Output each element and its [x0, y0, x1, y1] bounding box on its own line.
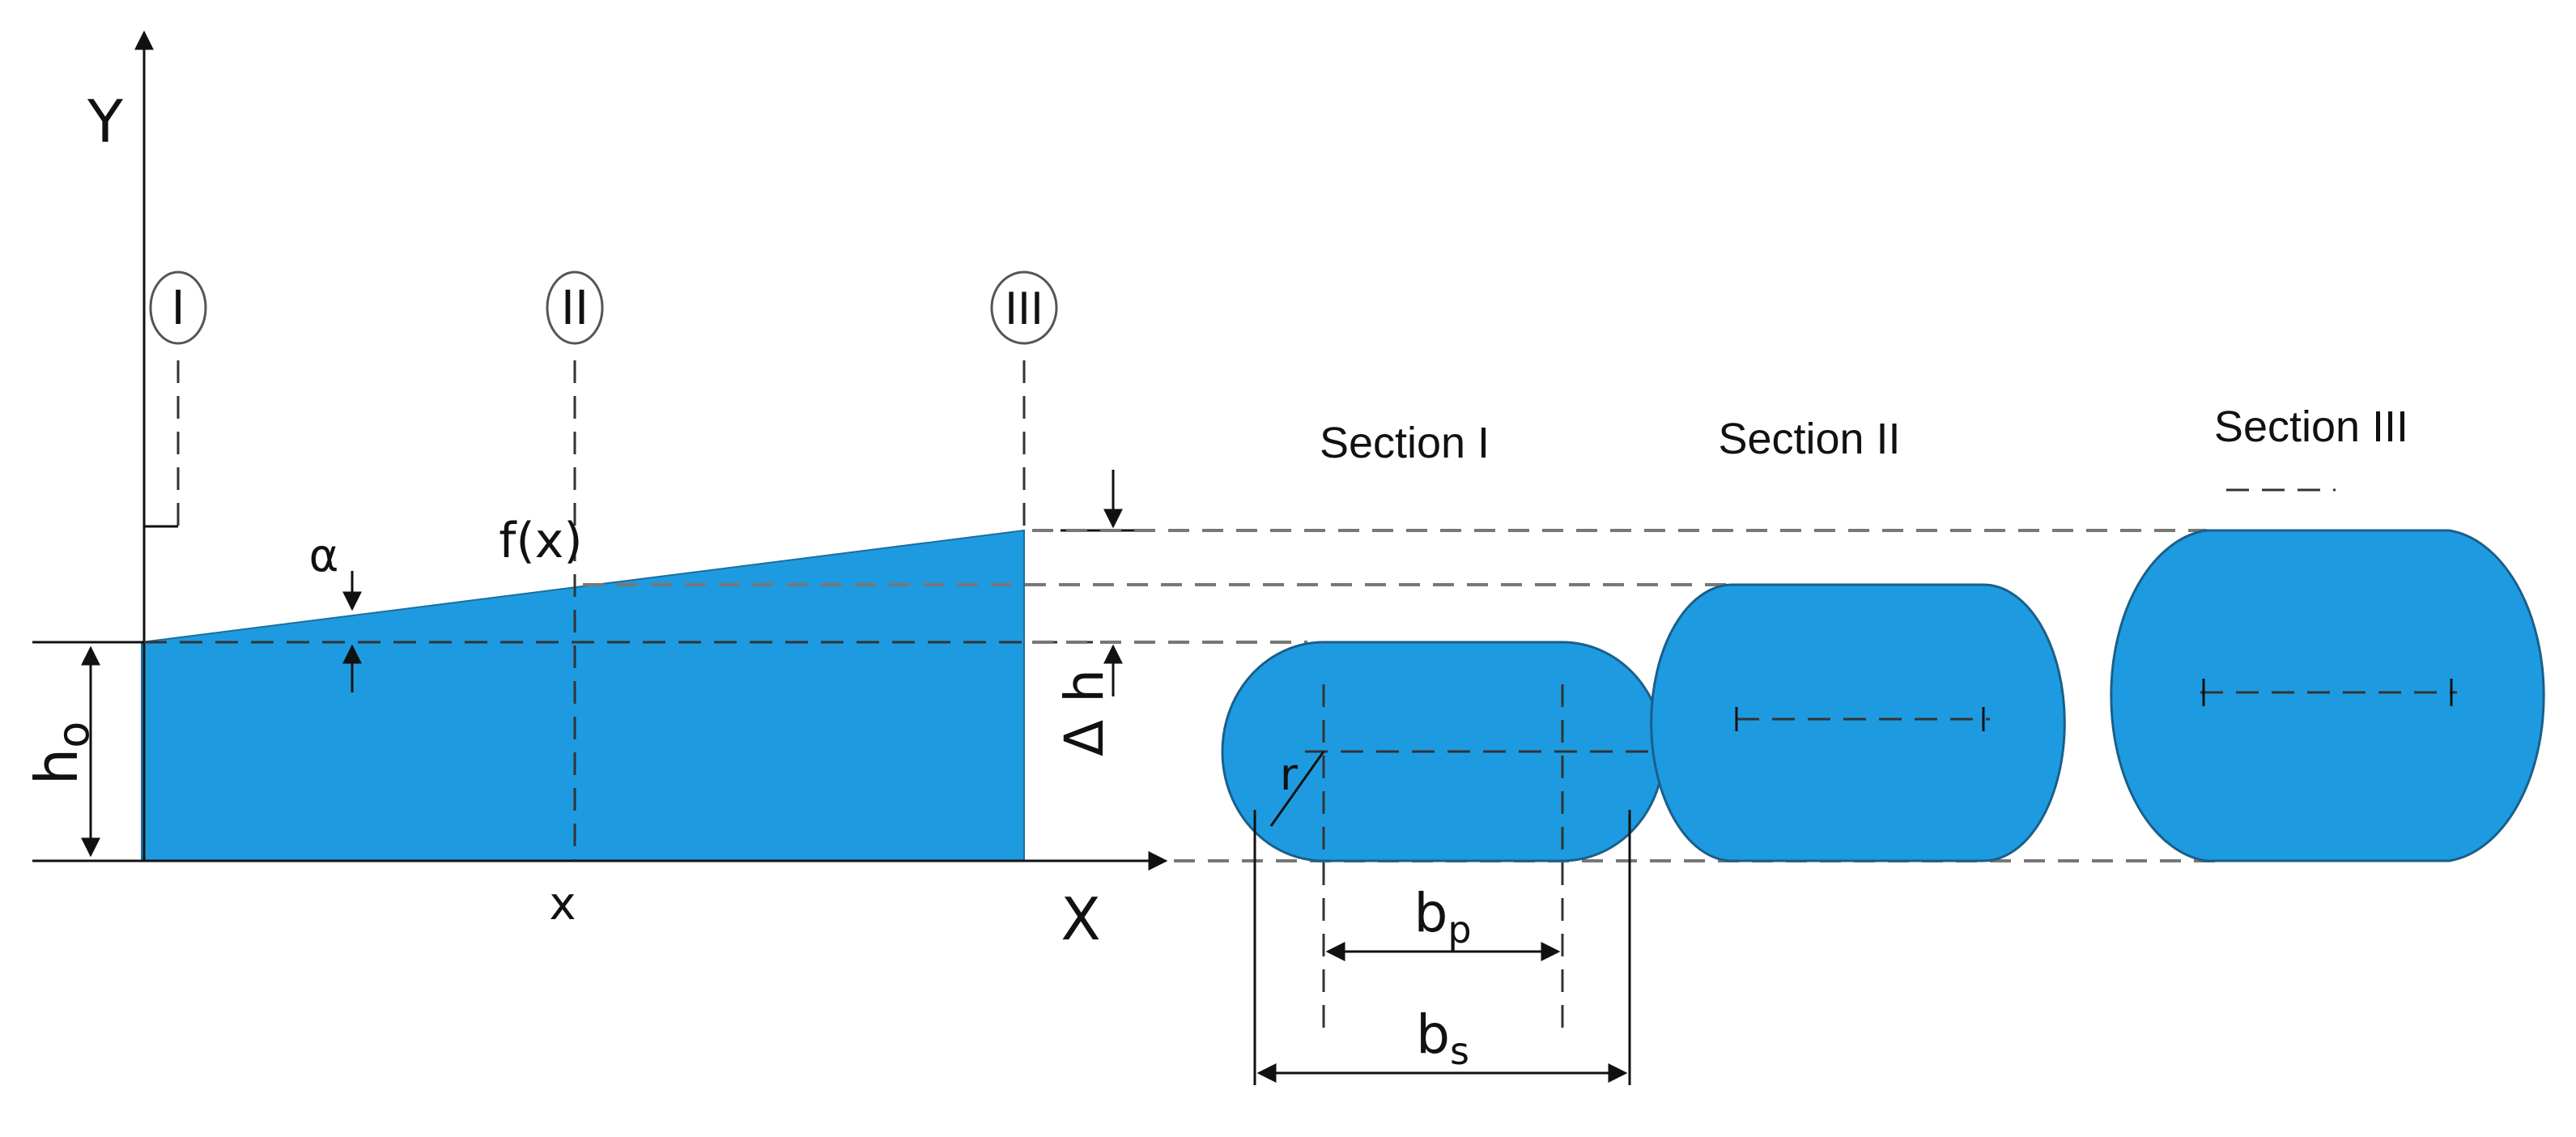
bs-label: bs — [1416, 1003, 1469, 1073]
y-axis-label: Y — [87, 87, 124, 155]
marker-2-circle — [546, 270, 604, 345]
section-3-shape — [2110, 529, 2545, 862]
bp-sub: p — [1447, 908, 1471, 952]
h0-main: h — [23, 748, 91, 786]
x-axis-label: X — [1061, 885, 1100, 953]
h0-label: ho — [23, 722, 99, 786]
marker-3: III — [990, 270, 1058, 345]
marker-2-label: II — [561, 280, 589, 335]
bp-label: bp — [1413, 882, 1471, 952]
alpha-label: α — [309, 530, 339, 582]
marker-2: II — [546, 270, 604, 345]
section-2-shape — [1650, 583, 2066, 862]
section-1-r-label: r — [1280, 749, 1299, 800]
profile-wedge — [141, 529, 1025, 862]
marker-1-label: I — [171, 280, 185, 335]
bs-sub: s — [1450, 1029, 1469, 1073]
section-1-radius — [1269, 751, 1325, 827]
section-1-shape — [1221, 641, 1665, 862]
marker-1-circle — [149, 270, 207, 345]
dh-label: Δ h — [1053, 669, 1116, 756]
section-2: Section II — [1650, 415, 2066, 862]
side-profile: I II III Y X x f(x) α ho Δ h — [23, 30, 1168, 953]
section-3: Section III — [2110, 402, 2545, 862]
marker-3-label: III — [1005, 283, 1044, 334]
dh-text: Δ h — [1053, 669, 1116, 756]
marker-3-circle — [990, 270, 1058, 345]
bp-main: b — [1413, 882, 1447, 944]
fx-label: f(x) — [499, 513, 582, 569]
bs-main: b — [1416, 1003, 1450, 1066]
h0-sub: o — [48, 722, 99, 748]
section-1: Section I r bp bs — [1221, 419, 1665, 1085]
marker-1: I — [149, 270, 207, 345]
section-3-title: Section III — [2214, 402, 2408, 451]
h0-text: ho — [23, 722, 99, 786]
section-1-title: Section I — [1320, 419, 1490, 467]
section-2-title: Section II — [1718, 415, 1900, 463]
x-position-label: x — [549, 878, 576, 930]
